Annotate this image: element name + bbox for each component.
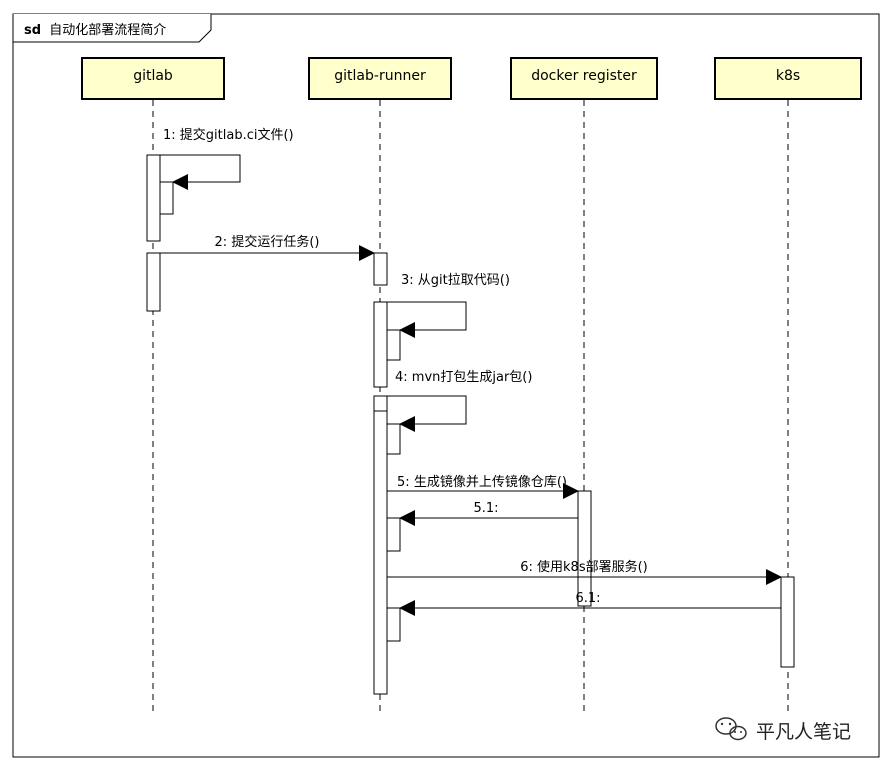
wechat-icon <box>715 717 747 741</box>
lifelines <box>152 100 789 716</box>
frame-title-text: 自动化部署流程简介 <box>49 22 166 38</box>
message-3-arrow <box>387 301 467 338</box>
participant-gitlab-runner: gitlab-runner <box>308 57 452 100</box>
activation-k8s <box>780 576 795 668</box>
message-4-arrow <box>387 395 467 432</box>
participant-runner-label: gitlab-runner <box>334 68 426 84</box>
participant-k8s: k8s <box>714 57 862 100</box>
frame-title-tab <box>12 14 212 43</box>
activation-runner-3-self <box>386 423 401 455</box>
participant-gitlab-label: gitlab <box>133 68 173 84</box>
message-6-1-label: 6.1: <box>575 591 600 606</box>
message-3-label: 3: 从git拉取代码() <box>401 273 510 288</box>
activation-runner-6-return <box>386 607 401 642</box>
messages <box>160 154 782 616</box>
activation-runner-5-return <box>386 517 401 552</box>
message-4-label: 4: mvn打包生成jar包() <box>395 370 532 385</box>
message-5-1-label: 5.1: <box>473 501 498 516</box>
participant-docker-register: docker register <box>510 57 658 100</box>
activation-gitlab-1 <box>146 154 161 242</box>
activation-runner-2 <box>373 301 388 388</box>
frame-keyword: sd <box>24 23 41 38</box>
participant-gitlab: gitlab <box>81 57 225 100</box>
participant-docker-label: docker register <box>531 68 637 84</box>
activation-runner-2-self <box>386 329 401 361</box>
activation-runner-1 <box>373 252 388 286</box>
message-5-label: 5: 生成镜像并上传镜像仓库() <box>397 474 567 490</box>
participant-k8s-label: k8s <box>776 68 800 84</box>
activation-docker <box>577 490 592 607</box>
watermark-text: 平凡人笔记 <box>756 721 851 743</box>
message-6-label: 6: 使用k8s部署服务() <box>520 559 648 575</box>
activation-gitlab-2 <box>146 252 161 312</box>
frame-title: sd 自动化部署流程简介 <box>24 22 166 38</box>
message-2-label: 2: 提交运行任务() <box>215 234 320 250</box>
watermark: 平凡人笔记 <box>715 717 851 743</box>
message-1-label: 1: 提交gitlab.ci文件() <box>163 127 294 143</box>
diagram-frame <box>12 13 880 758</box>
activation-gitlab-1-self <box>159 181 174 215</box>
activation-runner-3-top <box>373 395 388 412</box>
message-1-arrow <box>160 154 241 190</box>
activation-runner-3 <box>373 395 388 695</box>
